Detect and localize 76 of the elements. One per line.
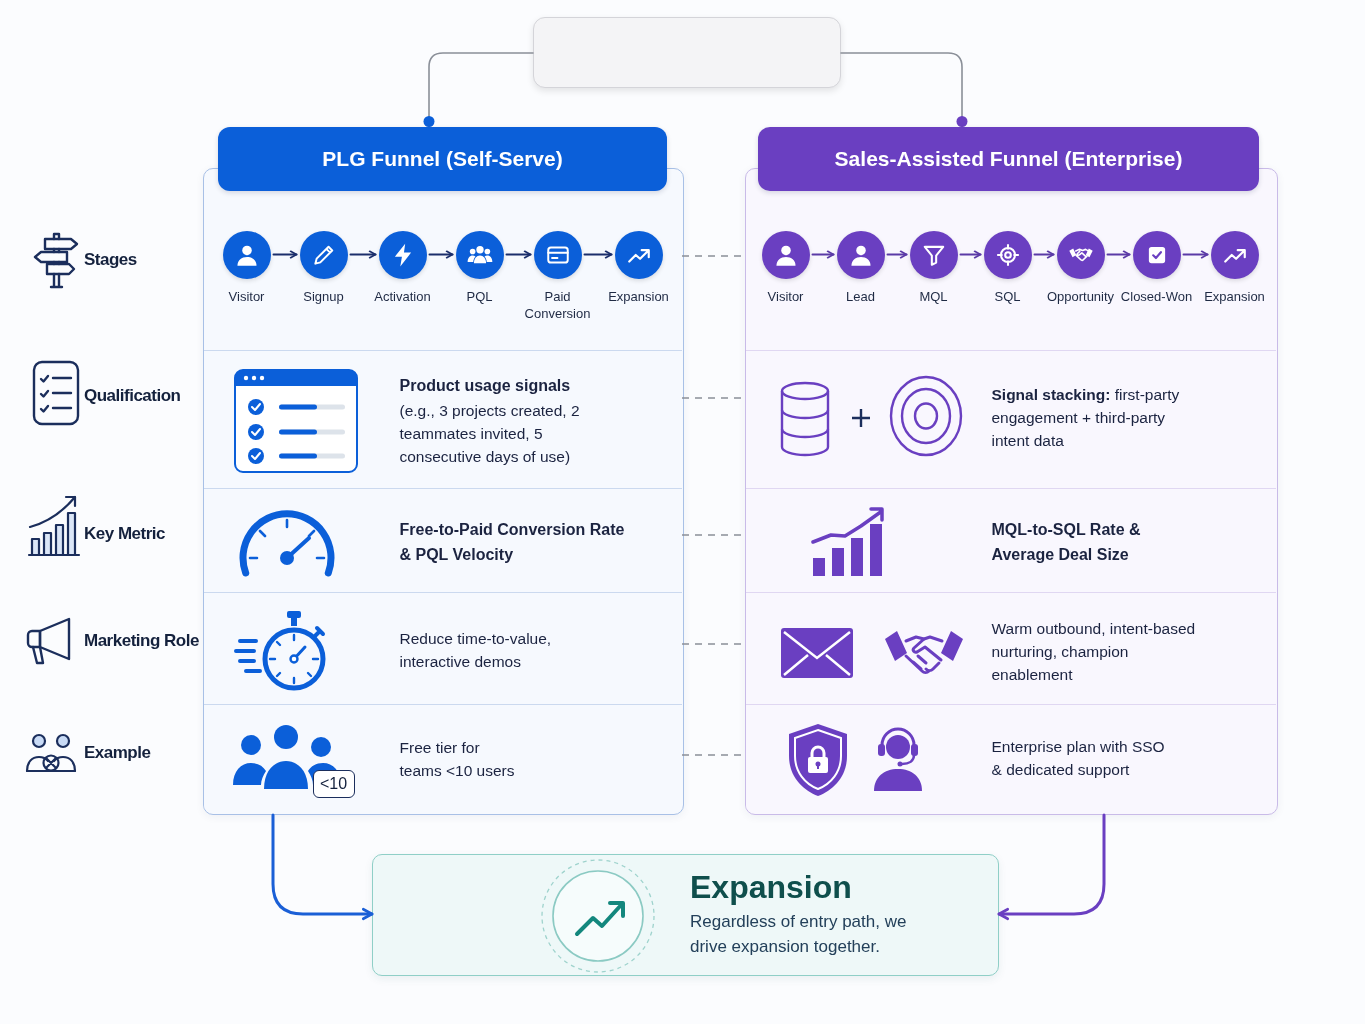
funnel-row	[746, 592, 1276, 705]
arrow	[271, 813, 374, 921]
row-label: Marketing Role	[84, 631, 199, 651]
stage-circle	[983, 230, 1032, 279]
funnel-row	[746, 488, 1276, 593]
arrow	[886, 250, 908, 259]
arrow	[1033, 250, 1055, 259]
stage-circle	[455, 230, 504, 279]
arrow	[1106, 250, 1131, 259]
arrow	[272, 250, 298, 259]
stage-circle	[761, 230, 810, 279]
stage-label: Expansion	[608, 287, 669, 305]
connector-line	[840, 52, 968, 128]
stage-label: MQL	[919, 287, 948, 305]
top-card	[533, 17, 841, 88]
stage-label: Paid Conversion	[523, 287, 592, 322]
expansion-text: Regardless of entry path, we drive expansion together.	[690, 911, 908, 958]
stage-circle	[299, 230, 348, 279]
funnel-row	[204, 592, 682, 705]
arrow	[997, 813, 1106, 921]
metric-text: MQL-to-SQL Rate & Average Deal Size	[991, 519, 1142, 565]
stage-circle	[909, 230, 958, 279]
funnel-row	[746, 350, 1276, 489]
arrow	[428, 250, 454, 259]
connector-line	[423, 52, 534, 128]
stage-label: Closed-Won	[1120, 287, 1193, 305]
stage-label: Signup	[303, 287, 344, 305]
arrow	[349, 250, 377, 259]
stage-label: Opportunity	[1046, 287, 1115, 305]
row-text: Warm outbound, intent-based nurturing, champion enablement	[991, 618, 1197, 684]
row-label: Key Metric	[84, 524, 165, 544]
stage-label: Expansion	[1204, 287, 1265, 305]
row-text: Enterprise plan with SSO & dedicated support	[991, 736, 1166, 780]
funnel-title: Sales-Assisted Funnel (Enterprise)	[834, 147, 1183, 171]
metric-text: Free-to-Paid Conversion Rate & PQL Velocity	[399, 519, 626, 565]
arrow	[583, 250, 613, 259]
funnel-panel	[745, 168, 1278, 815]
row-text: Signal stacking: first-party engagement + third-party intent data	[991, 384, 1181, 450]
arrow	[811, 250, 835, 259]
expansion-card	[372, 854, 999, 976]
row-text: Reduce time-to-value, interactive demos	[399, 628, 553, 672]
funnel-row	[204, 190, 682, 351]
funnel-row	[204, 488, 682, 593]
arrow	[505, 250, 532, 259]
stage-circle	[533, 230, 582, 279]
funnel-header	[218, 127, 667, 191]
arrow	[1182, 250, 1209, 259]
stage-circle	[836, 230, 885, 279]
stage-circle	[222, 230, 271, 279]
funnel-row	[746, 704, 1276, 813]
row-label: Example	[84, 743, 151, 763]
stage-label: Lead	[846, 287, 875, 305]
stage-circle	[614, 230, 663, 279]
expansion-title: Expansion	[690, 868, 853, 907]
funnel-title: PLG Funnel (Self-Serve)	[322, 147, 563, 171]
funnel-row	[746, 190, 1276, 351]
arrow	[959, 250, 982, 259]
row-label: Stages	[84, 250, 137, 270]
stage-circle	[1210, 230, 1259, 279]
stage-circle	[1056, 230, 1105, 279]
stage-label: Visitor	[767, 287, 804, 305]
stage-label: SQL	[994, 287, 1021, 305]
stage-circle	[378, 230, 427, 279]
funnel-panel	[203, 168, 684, 815]
count-badge: <10	[312, 769, 355, 798]
stage-label: Activation	[374, 287, 431, 305]
funnel-row	[204, 350, 682, 489]
row-text: Free tier for teams <10 users	[399, 737, 516, 781]
row-text: (e.g., 3 projects created, 2 teammates invited, 5 consecutive days of use)	[399, 400, 581, 467]
stage-label: PQL	[466, 287, 493, 305]
stage-circle	[1132, 230, 1181, 279]
funnel-row	[204, 704, 682, 813]
funnel-header	[758, 127, 1259, 191]
stage-label: Visitor	[228, 287, 265, 305]
row-heading: Product usage signals	[399, 375, 572, 396]
row-label: Qualification	[84, 386, 181, 406]
